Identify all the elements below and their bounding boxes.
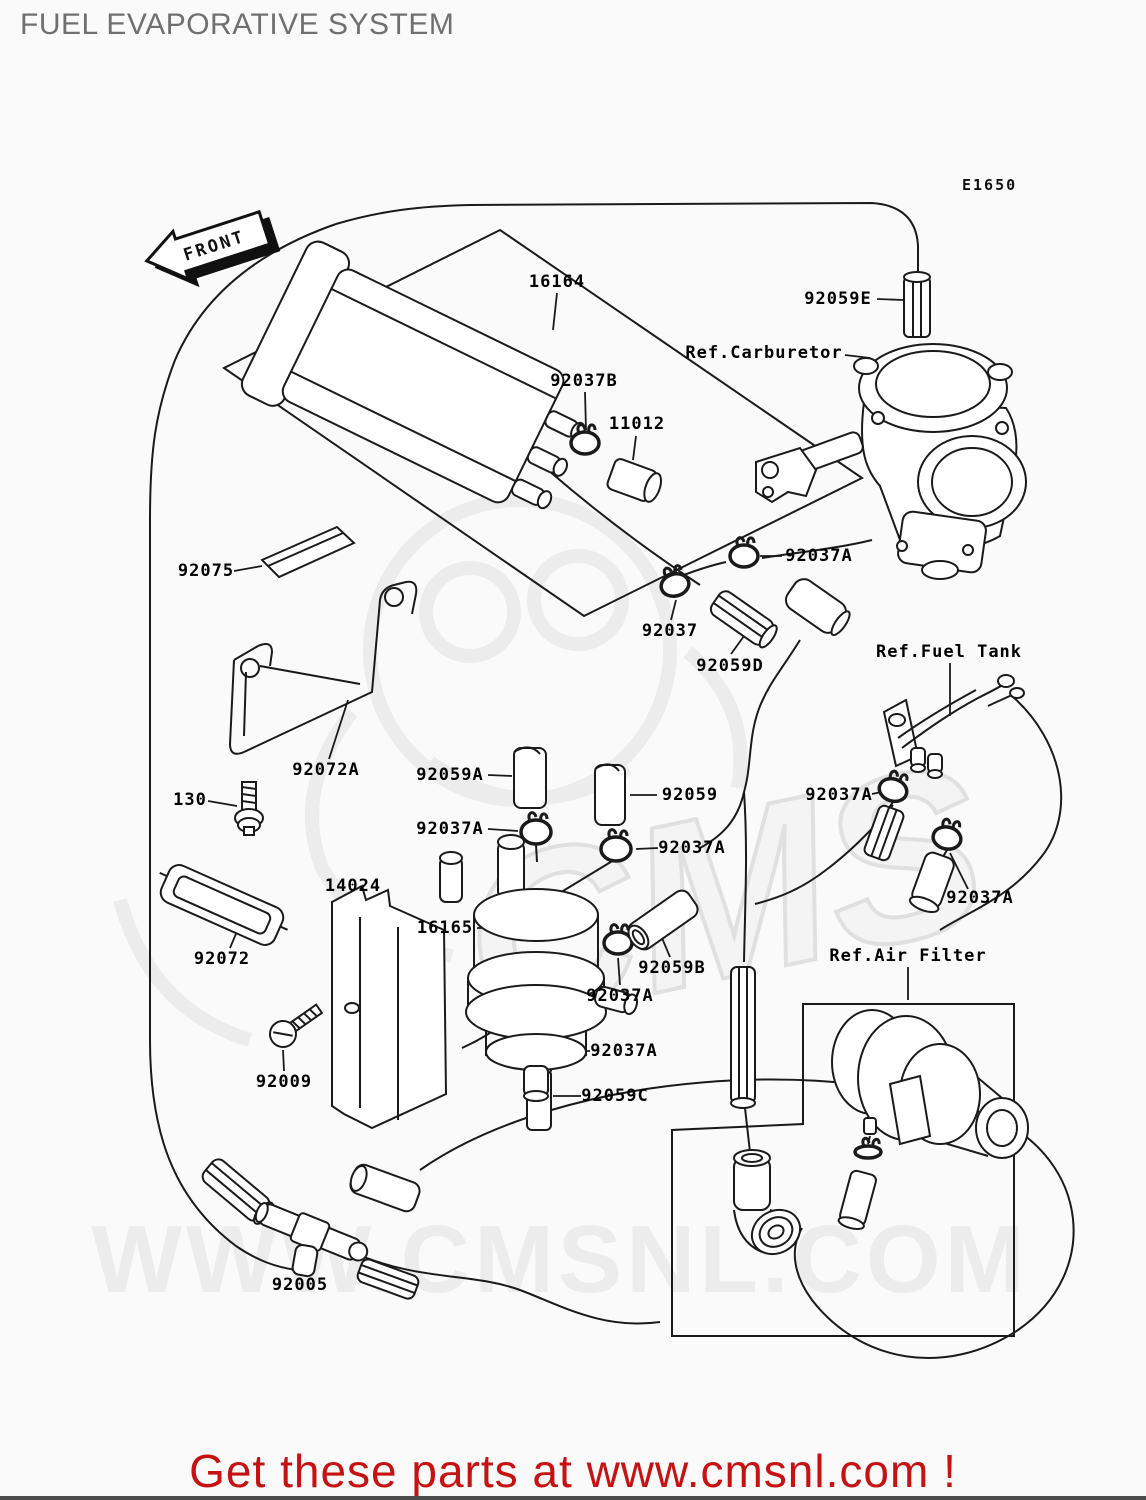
part-label-16164-0[interactable]: 16164 bbox=[528, 272, 586, 292]
part-label-92037b-3[interactable]: 92037B bbox=[550, 371, 618, 391]
strap-drawing bbox=[159, 864, 288, 946]
page-title: FUEL EVAPORATIVE SYSTEM bbox=[20, 8, 455, 41]
watermark-mascot bbox=[113, 493, 748, 1047]
diagram-code: E1650 bbox=[962, 176, 1018, 194]
part-label-92072-24[interactable]: 92072 bbox=[193, 949, 251, 969]
part-label-92009-25[interactable]: 92009 bbox=[255, 1072, 313, 1092]
elbow-fitting-drawing bbox=[733, 1149, 802, 1256]
part-label-92059c-23[interactable]: 92059C bbox=[581, 1086, 649, 1106]
hose-clamps bbox=[519, 423, 963, 1160]
bolt-drawing bbox=[234, 781, 264, 836]
part-label-92037a-5[interactable]: 92037A bbox=[785, 546, 853, 566]
part-label-92037a-21[interactable]: 92037A bbox=[586, 986, 654, 1006]
part-label-refcarburetor-2[interactable]: Ref.Carburetor bbox=[685, 343, 843, 363]
part-label-14024-18[interactable]: 14024 bbox=[324, 876, 382, 896]
part-label-92072a-10[interactable]: 92072A bbox=[292, 760, 360, 780]
part-label-92037a-17[interactable]: 92037A bbox=[946, 888, 1014, 908]
watermark-url-text: WWW.CMSNL.COM bbox=[91, 1206, 1028, 1313]
part-label-reffueltank-8[interactable]: Ref.Fuel Tank bbox=[875, 642, 1023, 662]
bracket-drawing bbox=[228, 580, 418, 755]
part-label-92037a-15[interactable]: 92037A bbox=[658, 838, 726, 858]
footer-banner-link[interactable]: Get these parts at www.cmsnl.com ! bbox=[189, 1445, 957, 1497]
part-label-92059d-7[interactable]: 92059D bbox=[696, 656, 764, 676]
cover-drawing bbox=[331, 884, 448, 1130]
part-label-92037-6[interactable]: 92037 bbox=[641, 621, 699, 641]
part-label-92037a-16[interactable]: 92037A bbox=[805, 785, 873, 805]
canister-plug-drawing bbox=[606, 458, 663, 503]
part-label-refairfilter-26[interactable]: Ref.Air Filter bbox=[829, 946, 987, 966]
part-label-92037a-22[interactable]: 92037A bbox=[590, 1041, 658, 1061]
bottom-edge bbox=[0, 1496, 1146, 1500]
part-label-92075-9[interactable]: 92075 bbox=[177, 561, 235, 581]
part-label-92037a-14[interactable]: 92037A bbox=[416, 819, 484, 839]
canister-drawing bbox=[240, 240, 586, 510]
fuel-tank-pipe-drawing bbox=[882, 674, 1025, 779]
carburetor-drawing bbox=[755, 343, 1027, 580]
air-filter-box bbox=[671, 1003, 1015, 1337]
pad-drawing bbox=[260, 525, 356, 579]
part-label-92059-13[interactable]: 92059 bbox=[661, 785, 719, 805]
part-label-92059a-12[interactable]: 92059A bbox=[416, 765, 484, 785]
part-label-130-11[interactable]: 130 bbox=[173, 790, 207, 810]
t-fitting-drawing bbox=[254, 1202, 369, 1278]
part-label-11012-4[interactable]: 11012 bbox=[608, 414, 666, 434]
air-filter-drawing bbox=[831, 1009, 1029, 1159]
part-label-92059e-1[interactable]: 92059E bbox=[804, 289, 872, 309]
part-label-16165-19[interactable]: 16165 bbox=[416, 918, 474, 938]
valve-drawing bbox=[439, 834, 638, 1102]
part-label-92059b-20[interactable]: 92059B bbox=[638, 958, 706, 978]
front-arrow: FRONT bbox=[144, 209, 281, 288]
part-label-92005-27[interactable]: 92005 bbox=[271, 1275, 329, 1295]
screw-drawing bbox=[269, 1003, 324, 1048]
